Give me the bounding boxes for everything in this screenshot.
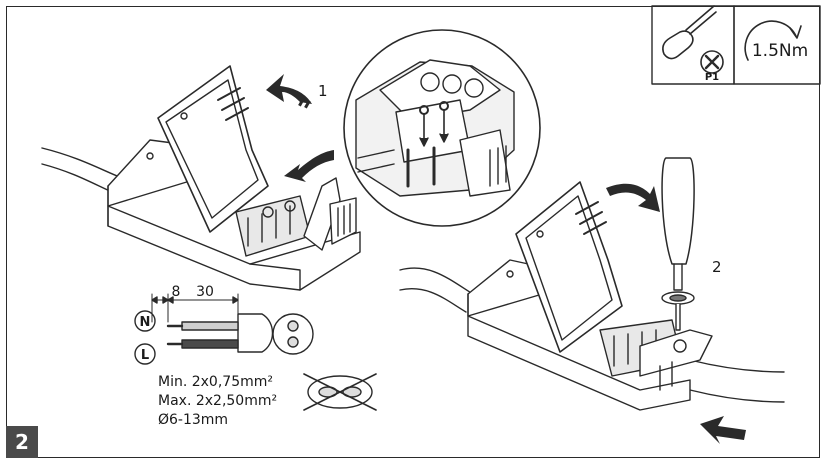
tool-panel xyxy=(651,5,821,85)
insert-arrow-icon xyxy=(284,150,334,182)
phillips-head-icon xyxy=(700,50,724,74)
screwdriver-type-label: P1 xyxy=(705,72,719,83)
live-label: L xyxy=(141,348,149,363)
step-1-label: 1 xyxy=(318,82,328,100)
strip-length-outer: 30 xyxy=(196,284,214,300)
spec-min-cross-section: Min. 2x0,75mm² xyxy=(158,374,273,390)
torque-rotate-icon xyxy=(744,20,802,61)
spec-cable-diameter: Ø6-13mm xyxy=(158,412,229,428)
screwdriver-illustration xyxy=(661,157,695,331)
neutral-label: N xyxy=(140,315,151,330)
right-cable xyxy=(399,267,785,403)
diagram-frame xyxy=(6,6,820,458)
torque-tool-box xyxy=(733,5,821,85)
torque-value: 1.5Nm xyxy=(752,41,808,61)
zoom-detail-circle xyxy=(343,29,541,227)
right-connector-housing xyxy=(467,181,713,411)
step-2-label: 2 xyxy=(712,258,722,276)
step-number-badge: 2 xyxy=(6,426,38,458)
screwdriver-icon xyxy=(662,5,717,60)
close-lid-arrow-icon xyxy=(606,183,660,212)
wire-strip-diagram xyxy=(134,293,314,365)
push-cable-arrow-icon xyxy=(700,416,746,444)
live-marker xyxy=(134,343,156,365)
neutral-marker xyxy=(134,310,156,332)
spec-max-cross-section: Max. 2x2,50mm² xyxy=(158,393,278,409)
open-lid-arrow-icon xyxy=(266,74,312,109)
strip-length-inner: 8 xyxy=(172,284,181,300)
left-connector-housing xyxy=(107,65,361,291)
prohibited-cable-icon xyxy=(303,373,377,411)
